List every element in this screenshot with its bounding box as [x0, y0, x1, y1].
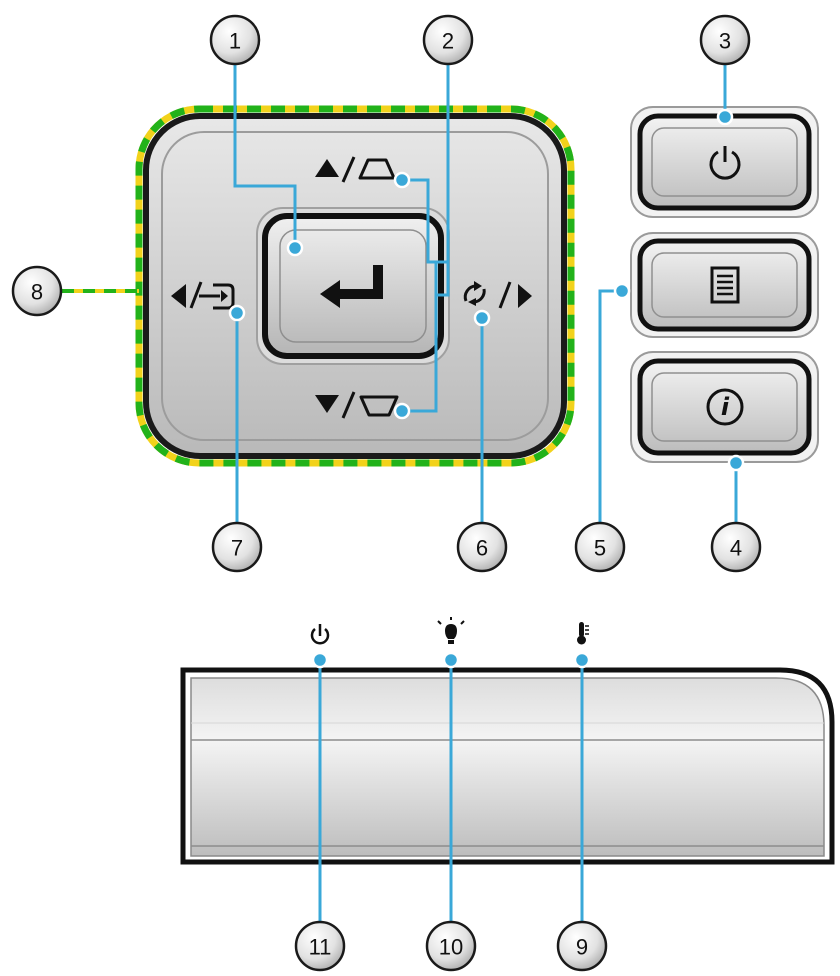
callout-1-label: 1	[229, 29, 241, 54]
callout-10: 10	[425, 920, 477, 972]
callout-11: 11	[294, 920, 346, 972]
callout-7-label: 7	[231, 536, 243, 561]
power-led-icon	[310, 624, 330, 645]
right-resync-key[interactable]	[463, 281, 532, 309]
enter-icon	[320, 265, 383, 308]
info-icon: i	[706, 388, 744, 426]
temperature-led-icon	[577, 622, 589, 645]
callout-3-label: 3	[719, 29, 731, 54]
callout-11-label: 11	[309, 935, 332, 960]
power-icon	[709, 146, 741, 180]
callout-8-label: 8	[31, 280, 43, 305]
callout-4: 4	[710, 521, 762, 573]
leader-dots	[228, 108, 745, 669]
left-source-key[interactable]	[171, 281, 235, 310]
down-arrow-keystone-icon	[315, 391, 399, 419]
lamp-led-icon	[437, 617, 465, 644]
callout-5: 5	[574, 521, 626, 573]
callout-5-label: 5	[594, 536, 606, 561]
callout-1: 1	[209, 14, 261, 66]
callout-9-label: 9	[576, 935, 588, 960]
callout-6: 6	[456, 521, 508, 573]
callout-8: 8	[11, 265, 63, 317]
left-arrow-source-icon	[171, 281, 235, 310]
led-indicator-panel	[180, 667, 835, 865]
callout-3: 3	[699, 14, 751, 66]
info-button[interactable]: i	[630, 351, 819, 463]
enter-button[interactable]	[256, 207, 450, 365]
menu-icon	[710, 266, 740, 304]
callout-7: 7	[211, 521, 263, 573]
callout-6-label: 6	[476, 536, 488, 561]
right-arrow-resync-icon	[463, 281, 532, 309]
menu-button[interactable]	[630, 232, 819, 338]
callout-4-label: 4	[730, 536, 742, 561]
callout-2-label: 2	[442, 29, 454, 54]
keypad-outline	[135, 105, 575, 467]
callout-10-label: 10	[439, 935, 463, 960]
svg-text:i: i	[721, 393, 730, 421]
callout-9: 9	[556, 920, 608, 972]
down-keystone-key[interactable]	[315, 391, 399, 419]
power-button[interactable]	[630, 106, 819, 218]
callout-2: 2	[422, 14, 474, 66]
